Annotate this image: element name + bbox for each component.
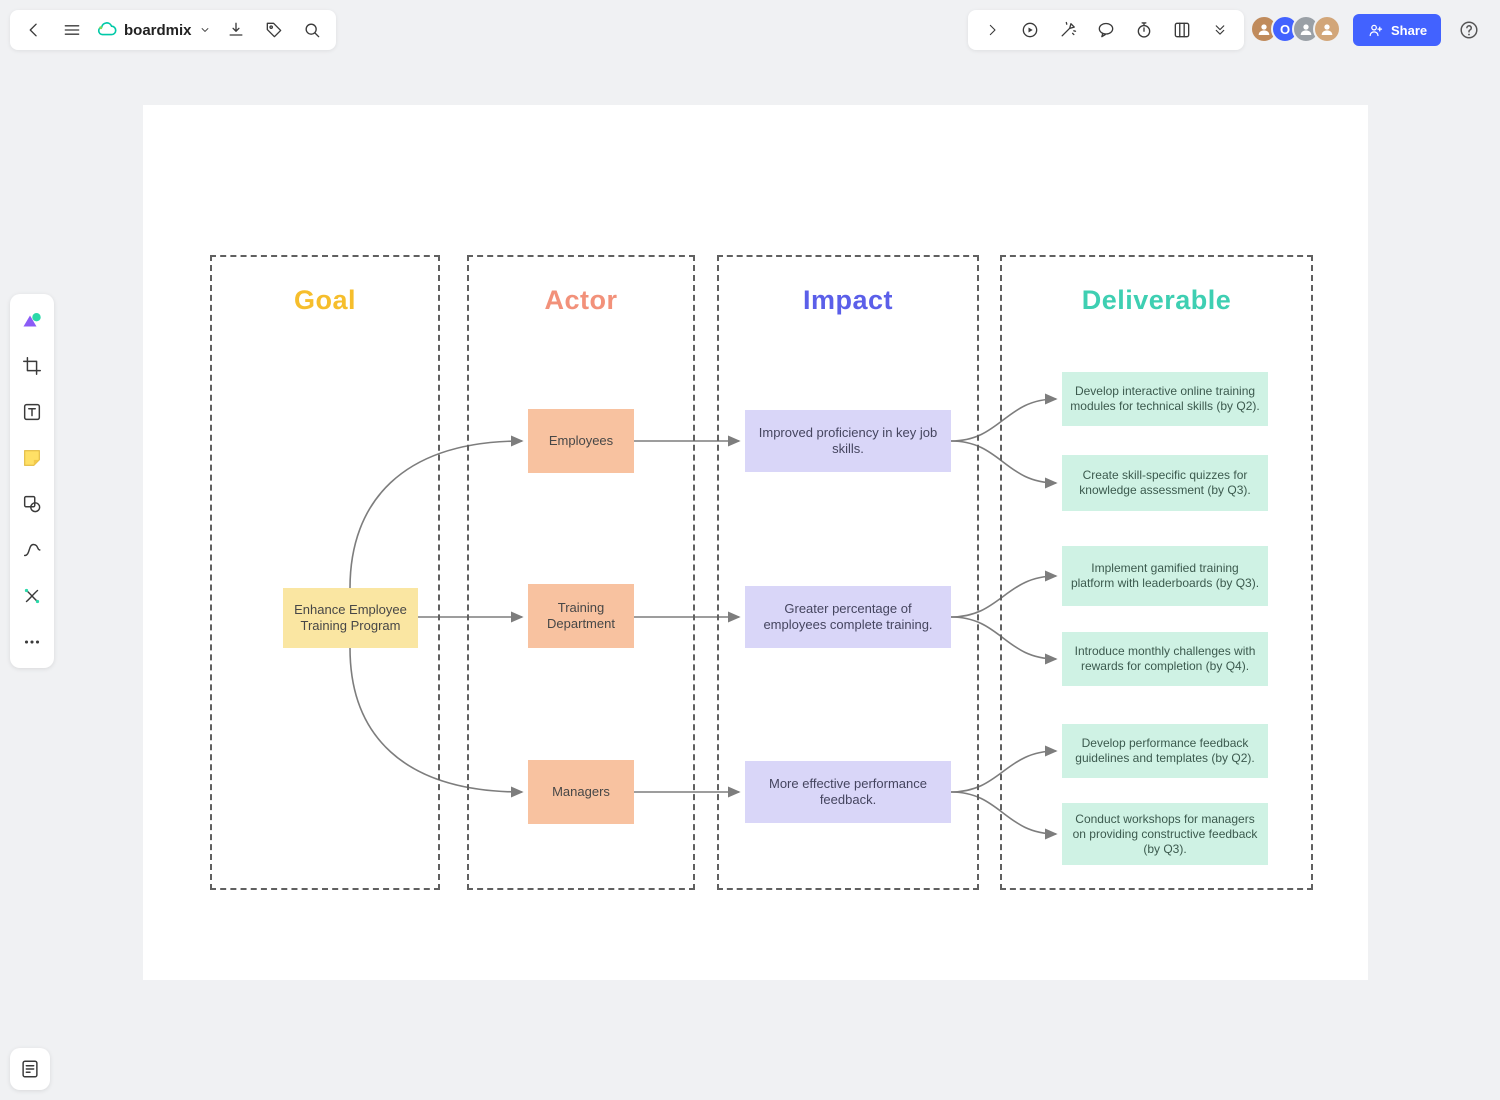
chevron-down-icon [201,28,208,32]
search-button[interactable] [296,14,328,46]
top-left-toolbar: boardmix [10,10,336,50]
frame-tool-button[interactable] [16,350,48,382]
left-tool-palette [10,294,54,668]
comments-button[interactable] [1090,14,1122,46]
chevron-right-icon [989,24,996,36]
timer-button[interactable] [1128,14,1160,46]
collapse-toolbar-button[interactable] [1204,14,1236,46]
column-title-actor: Actor [544,285,618,315]
actor-node-managers[interactable]: Managers [528,760,634,824]
deliverable-node-2[interactable]: Create skill-specific quizzes for knowle… [1062,455,1268,511]
menu-icon [64,25,80,35]
main-menu-button[interactable] [56,14,88,46]
sticker-icon [23,313,41,327]
expand-toolbar-button[interactable] [976,14,1008,46]
actor-node-employees[interactable]: Employees [528,409,634,473]
impact-node-2[interactable]: Greater percentage of employees complete… [745,586,951,648]
tag-button[interactable] [258,14,290,46]
deliverable-node-4[interactable]: Introduce monthly challenges with reward… [1062,632,1268,686]
deliverable-node-1[interactable]: Develop interactive online training modu… [1062,372,1268,426]
column-impact[interactable]: Impact [717,255,979,890]
text-tool-button[interactable] [16,396,48,428]
tag-icon [266,22,281,38]
download-button[interactable] [220,14,252,46]
app-name: boardmix [124,21,192,39]
column-actor[interactable]: Actor [467,255,695,890]
curve-icon [23,543,41,557]
impact-node-1[interactable]: Improved proficiency in key job skills. [745,410,951,472]
share-button[interactable]: Share [1353,14,1442,46]
search-icon [305,23,319,38]
shapes-tool-button[interactable] [16,488,48,520]
collaborator-avatars: O [1250,15,1341,43]
actor-node-training-department[interactable]: Training Department [528,584,634,648]
play-icon [1022,22,1038,38]
kanban-icon [1174,22,1190,38]
avatar[interactable] [1313,15,1341,43]
person-icon [1300,24,1312,35]
laser-pointer-icon [1061,21,1077,37]
curve-tool-button[interactable] [16,534,48,566]
timer-icon [1137,22,1151,38]
laser-pointer-button[interactable] [1052,14,1084,46]
connector-tool-button[interactable] [16,580,48,612]
share-label: Share [1391,22,1428,38]
column-goal[interactable]: Goal [210,255,440,890]
connector-icon [24,588,40,604]
help-button[interactable] [1452,13,1486,47]
top-right-toolbar [968,10,1244,50]
person-icon [1258,24,1270,35]
more-icon [24,640,40,644]
text-icon [23,403,41,421]
help-icon [1460,21,1478,39]
boardmix-logo [97,22,117,36]
back-icon [29,23,37,37]
column-title-impact: Impact [802,285,894,315]
column-title-deliverable: Deliverable [1081,285,1232,315]
deliverable-node-6[interactable]: Conduct workshops for managers on provid… [1062,803,1268,865]
more-tools-button[interactable] [16,626,48,658]
download-icon [229,22,243,36]
goal-node[interactable]: Enhance Employee Training Program [283,588,418,648]
avatar-initial: O [1279,21,1291,37]
sticky-note-tool-button[interactable] [16,442,48,474]
chevrons-down-icon [1215,25,1225,35]
share-person-icon [1369,24,1383,36]
frame-icon [23,357,41,375]
sticker-tool-button[interactable] [16,304,48,336]
comment-icon [1098,22,1114,38]
notes-panel-button[interactable] [10,1048,50,1090]
board-title-menu[interactable]: boardmix [94,14,214,46]
whiteboard-canvas[interactable]: Goal Actor Impact Deliverable Enhance Em… [143,105,1368,980]
column-title-goal: Goal [293,285,356,315]
shapes-icon [23,495,41,513]
impact-node-3[interactable]: More effective performance feedback. [745,761,951,823]
column-deliverable[interactable]: Deliverable [1000,255,1313,890]
back-button[interactable] [18,14,50,46]
present-button[interactable] [1014,14,1046,46]
kanban-button[interactable] [1166,14,1198,46]
deliverable-node-3[interactable]: Implement gamified training platform wit… [1062,546,1268,606]
notes-icon [22,1060,38,1078]
deliverable-node-5[interactable]: Develop performance feedback guidelines … [1062,724,1268,778]
sticky-note-icon [24,450,40,466]
person-icon [1321,24,1333,35]
